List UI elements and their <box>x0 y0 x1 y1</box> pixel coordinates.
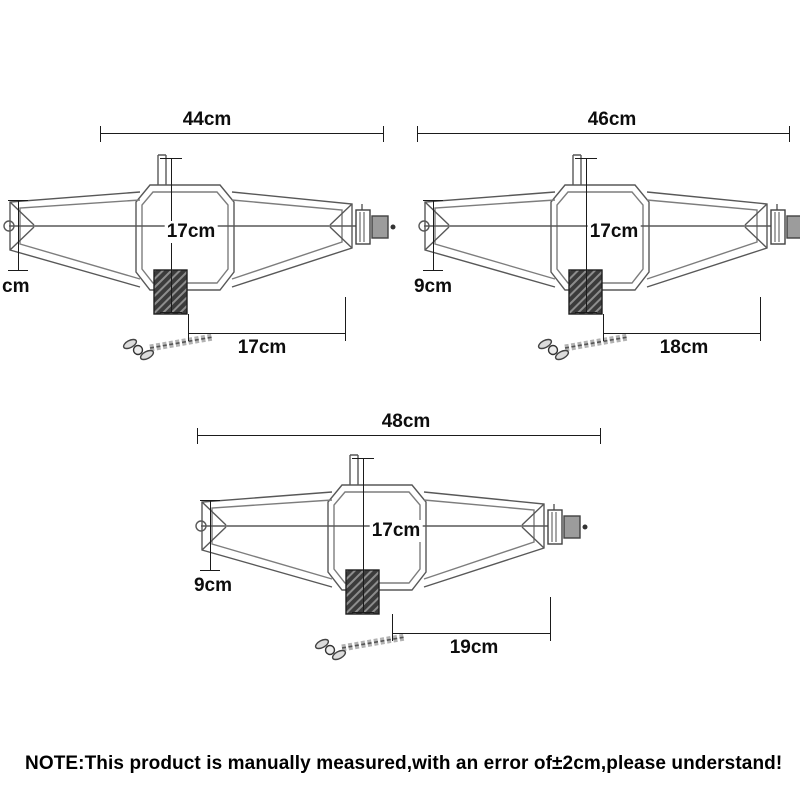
center-height-label: 17cm <box>587 221 641 243</box>
bottom-width-label: 18cm <box>657 337 711 359</box>
extension-line <box>603 314 604 341</box>
center-height-label: 17cm <box>164 221 218 243</box>
hanger-46cm-frame <box>419 155 800 361</box>
side-height-line <box>433 200 434 270</box>
top-width-line <box>417 133 790 134</box>
extension-line <box>760 297 761 341</box>
extension-line <box>345 297 346 341</box>
dimension-tick <box>575 158 597 159</box>
center-height-line <box>586 158 587 312</box>
dimension-tick <box>160 158 182 159</box>
measurement-note: NOTE:This product is manually measured,w… <box>25 753 783 774</box>
dimension-tick <box>423 270 443 271</box>
dimension-tick <box>352 612 374 613</box>
extension-line <box>188 314 189 341</box>
side-height-label: 9cm <box>411 276 455 298</box>
dimension-tick <box>417 126 418 142</box>
extension-line <box>392 614 393 641</box>
bottom-width-label: 19cm <box>447 637 501 659</box>
top-width-label: 46cm <box>585 109 639 131</box>
side-height-line <box>18 200 19 270</box>
dimension-tick <box>197 428 198 444</box>
dimension-tick <box>160 312 182 313</box>
dimension-tick <box>100 126 101 142</box>
dimension-tick <box>8 200 28 201</box>
dimension-tick <box>383 126 384 142</box>
hanger-44cm-frame <box>4 155 396 361</box>
dimension-tick <box>8 270 28 271</box>
top-width-line <box>197 435 600 436</box>
dimension-tick <box>423 200 443 201</box>
dimension-tick <box>575 312 597 313</box>
bottom-width-line <box>603 333 760 334</box>
side-height-label: cm <box>2 276 30 298</box>
side-height-label: 9cm <box>191 575 235 597</box>
dimension-tick <box>200 570 220 571</box>
extension-line <box>550 597 551 641</box>
bottom-width-line <box>392 633 550 634</box>
dimension-tick <box>352 458 374 459</box>
dimension-tick <box>200 500 220 501</box>
bottom-width-label: 17cm <box>235 337 289 359</box>
top-width-label: 44cm <box>180 109 234 131</box>
top-width-label: 48cm <box>379 411 433 433</box>
dimension-tick <box>789 126 790 142</box>
dimension-tick <box>600 428 601 444</box>
center-height-label: 17cm <box>369 520 423 542</box>
center-height-line <box>363 458 364 612</box>
top-width-line <box>100 133 383 134</box>
side-height-line <box>210 500 211 570</box>
bottom-width-line <box>188 333 345 334</box>
